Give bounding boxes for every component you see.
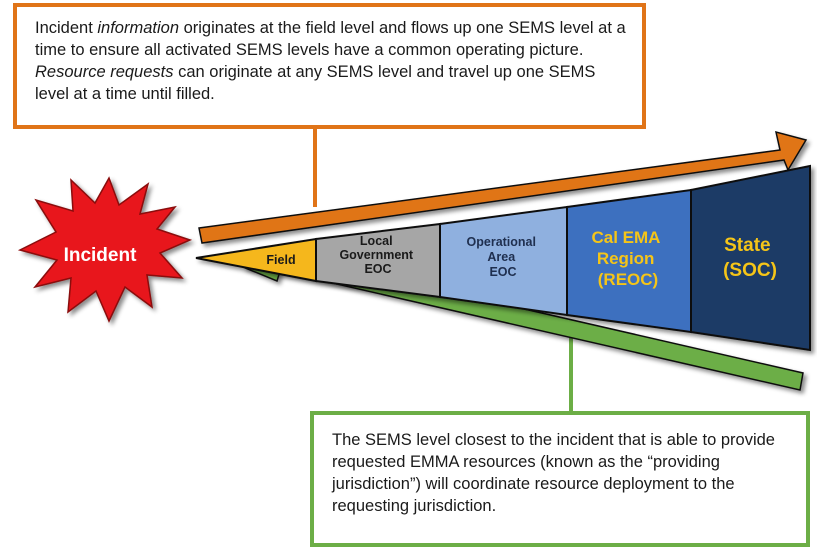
state-soc-label: State (SOC) bbox=[723, 235, 777, 281]
information-flow-callout: Incident information originates at the f… bbox=[13, 3, 646, 129]
callout-segment: can originate at any SEMS level and trav… bbox=[35, 63, 596, 103]
incident-label: Incident bbox=[64, 245, 138, 266]
information-flow-arrow bbox=[198, 130, 808, 244]
callout-segment: information bbox=[97, 19, 179, 37]
field-label: Field bbox=[266, 253, 295, 267]
local-government-eoc-label: Local Government EOC bbox=[339, 234, 416, 276]
providing-jurisdiction-text: The SEMS level closest to the incident t… bbox=[332, 431, 775, 515]
cal-ema-region-reoc-label: Cal EMA Region (REOC) bbox=[591, 228, 664, 289]
level-state-soc bbox=[690, 164, 811, 352]
level-field bbox=[195, 237, 317, 283]
callout-segment: Incident bbox=[35, 19, 98, 37]
callout-segment: Resource requests bbox=[35, 63, 174, 81]
information-flow-text: Incident information originates at the f… bbox=[35, 17, 628, 105]
incident-starburst bbox=[17, 176, 193, 323]
providing-jurisdiction-callout: The SEMS level closest to the incident t… bbox=[310, 411, 810, 547]
callout-segment: originates at the field level and flows … bbox=[35, 19, 626, 59]
operational-area-eoc-label: Operational Area EOC bbox=[467, 235, 540, 279]
sems-levels-wedge bbox=[195, 164, 811, 352]
